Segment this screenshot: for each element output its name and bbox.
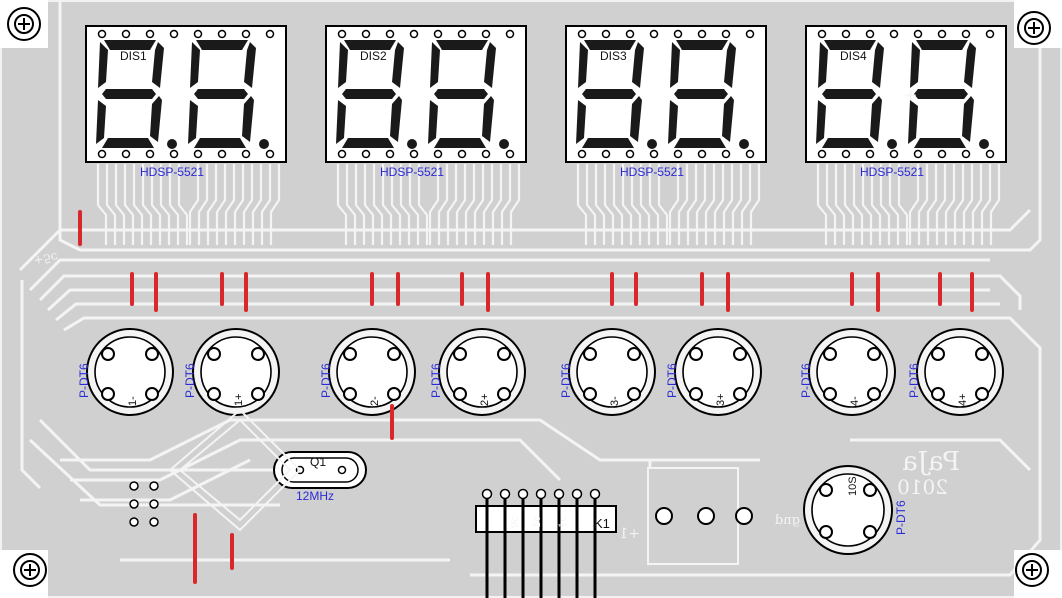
mounting-hole-top-right	[1014, 0, 1062, 48]
gnd-label: gnd	[775, 513, 800, 528]
display-designator: DIS1	[120, 49, 147, 63]
crystal-value: 12MHz	[296, 489, 334, 503]
button-signal: 1+	[233, 393, 245, 406]
push-button-1: 1- P-DT6	[77, 328, 174, 416]
digit	[428, 40, 509, 149]
display-designator: DIS4	[840, 49, 867, 63]
button-group: 1- P-DT6 1+ P-DT6 2- P-DT6 2+ P-DT6 3- P-DT6 3+ P-D…	[77, 328, 1004, 416]
extra-button-footprint: P-DT6	[894, 500, 908, 535]
button-signal: 1-	[127, 396, 139, 406]
button-footprint: P-DT6	[77, 363, 91, 398]
button-footprint: P-DT6	[907, 363, 921, 398]
connector-designator: K1	[594, 516, 610, 531]
display-part: HDSP-5521	[860, 165, 924, 179]
pin-label-2: 1c	[532, 516, 543, 528]
mounting-hole-bottom-left	[0, 550, 48, 598]
digit	[96, 40, 177, 149]
button-signal: 2-	[369, 396, 381, 406]
connector-k1: K1	[475, 488, 617, 598]
button-signal: 4-	[849, 396, 861, 406]
push-button-5: 3- P-DT6	[559, 328, 656, 416]
extra-button: 10S P-DT6	[803, 465, 908, 555]
power-terminal	[647, 467, 753, 565]
digit	[188, 40, 269, 149]
button-signal: 2+	[479, 393, 491, 406]
display-group: DIS1HDSP-5521DIS2HDSP-5521DIS3HDSP-5521D…	[85, 25, 1007, 179]
plus-five-label: +5c	[32, 250, 59, 268]
digit	[816, 40, 897, 149]
plus-one-label: +1	[619, 526, 640, 542]
button-signal: 4+	[957, 393, 969, 406]
button-footprint: P-DT6	[559, 363, 573, 398]
pin-label-3: 1c	[558, 516, 569, 528]
digit	[908, 40, 989, 149]
extra-button-signal: 10S	[847, 476, 859, 496]
mounting-hole-bottom-right	[1014, 550, 1062, 598]
digit	[336, 40, 417, 149]
plus-mark: +	[904, 85, 917, 104]
author-mark: PaJa	[902, 447, 960, 477]
display-part: HDSP-5521	[620, 165, 684, 179]
display-designator: DIS3	[600, 49, 627, 63]
button-footprint: P-DT6	[799, 363, 813, 398]
push-button-6: 3+ P-DT6	[665, 328, 762, 416]
button-signal: 3-	[609, 396, 621, 406]
ic-pads	[129, 481, 159, 527]
mounting-hole-top-left	[0, 0, 48, 48]
digit	[668, 40, 749, 149]
push-button-3: 2- P-DT6	[319, 328, 416, 416]
push-button-8: 4+ P-DT6	[907, 328, 1004, 416]
push-button-2: 1+ P-DT6	[183, 328, 280, 416]
ic-footprint	[168, 408, 302, 532]
button-footprint: P-DT6	[429, 363, 443, 398]
button-footprint: P-DT6	[183, 363, 197, 398]
trace-bundles	[96, 164, 1001, 245]
year-mark: 2010	[897, 475, 948, 499]
digit	[576, 40, 657, 149]
crystal-q1: Q1 12MHz	[273, 451, 367, 503]
button-signal: 3+	[715, 393, 727, 406]
push-button-4: 2+ P-DT6	[429, 328, 526, 416]
jumper-group	[78, 210, 974, 584]
copper-traces	[18, 0, 1042, 577]
display-part: HDSP-5521	[140, 165, 204, 179]
silkscreen: PaJa 2010 gnd +1 +5c 9c 1c 1c +	[32, 85, 960, 542]
push-button-7: 4- P-DT6	[799, 328, 896, 416]
crystal-designator: Q1	[310, 455, 326, 469]
display-part: HDSP-5521	[380, 165, 444, 179]
button-footprint: P-DT6	[665, 363, 679, 398]
display-designator: DIS2	[360, 49, 387, 63]
pin-label-1: 9c	[510, 516, 521, 528]
button-footprint: P-DT6	[319, 363, 333, 398]
